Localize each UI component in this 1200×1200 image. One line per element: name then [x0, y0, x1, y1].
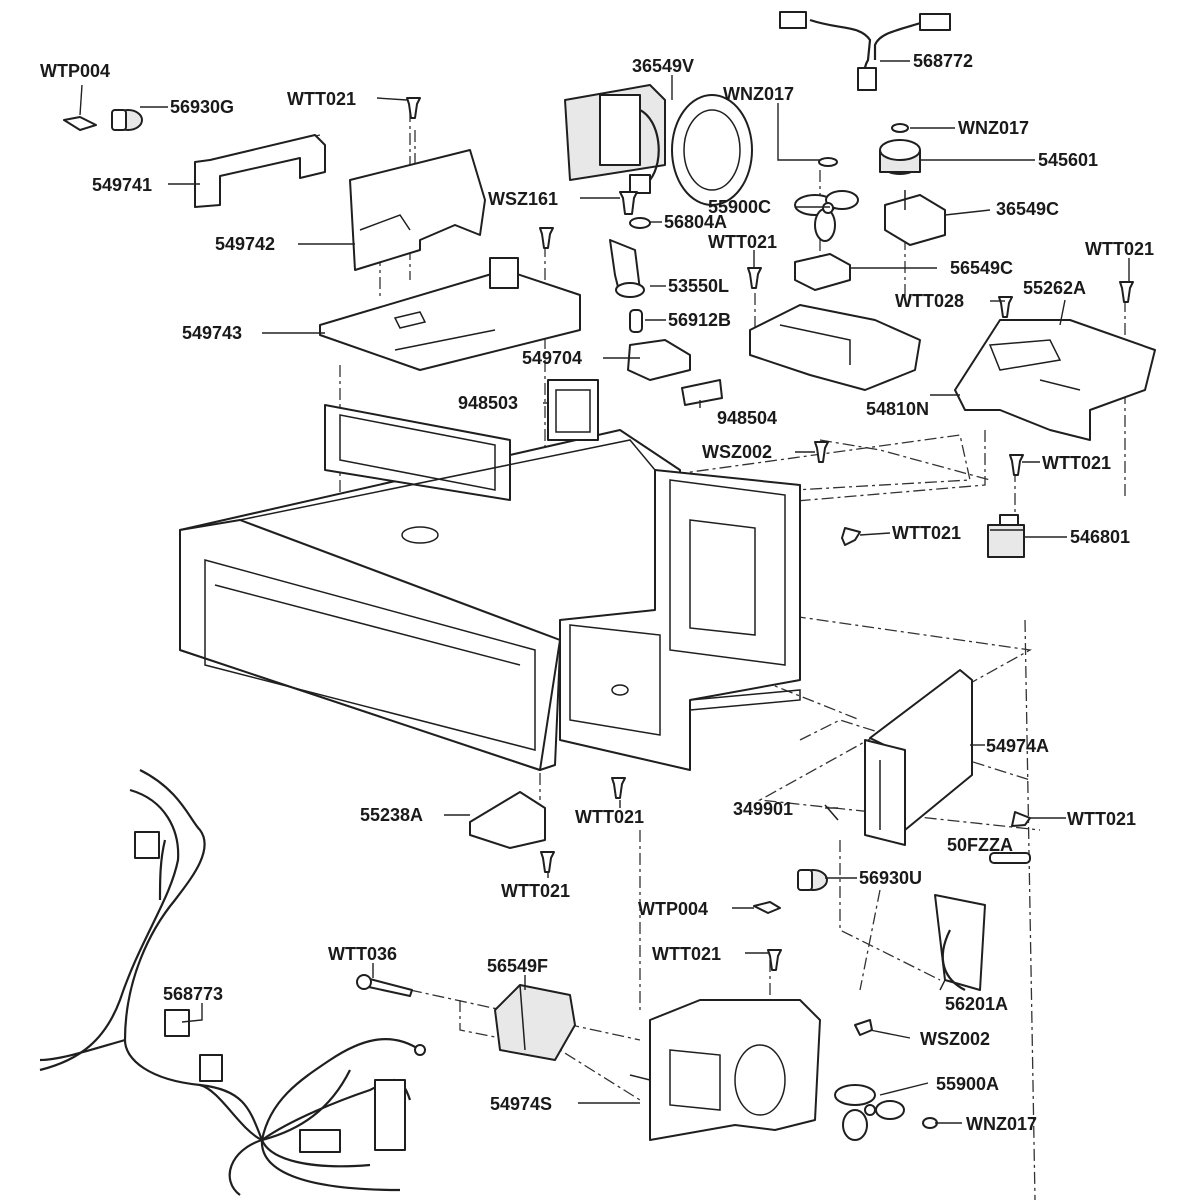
part-label-56804a: 56804A	[664, 212, 727, 232]
part-label-55262a: 55262A	[1023, 278, 1086, 298]
part-label-545601: 545601	[1038, 150, 1098, 170]
part-label-56912b: 56912B	[668, 310, 731, 330]
main-chassis	[179, 404, 801, 771]
part-label-54810n: 54810N	[866, 399, 929, 419]
part-label-55900c: 55900C	[708, 197, 771, 217]
part-label-56201a: 56201A	[945, 994, 1008, 1014]
part-label-349901: 349901	[733, 799, 793, 819]
part-label-55238a: 55238A	[360, 805, 423, 825]
part-label-549742: 549742	[215, 234, 275, 254]
part-label-549741: 549741	[92, 175, 152, 195]
part-label-wtt021: WTT021	[287, 89, 356, 109]
part-label-wtt021: WTT021	[1067, 809, 1136, 829]
part-label-56930u: 56930U	[859, 868, 922, 888]
part-label-546801: 546801	[1070, 527, 1130, 547]
part-label-948503: 948503	[458, 393, 518, 413]
part-label-wtp004: WTP004	[638, 899, 708, 919]
part-shapes	[39, 11, 1156, 1196]
part-label-wsz002: WSZ002	[920, 1029, 990, 1049]
part-label-55900a: 55900A	[936, 1074, 999, 1094]
part-label-wnz017: WNZ017	[958, 118, 1029, 138]
part-label-549704: 549704	[522, 348, 582, 368]
part-label-54974a: 54974A	[986, 736, 1049, 756]
leader-lines	[79, 60, 1130, 1124]
part-label-54974s: 54974S	[490, 1094, 552, 1114]
part-label-56930g: 56930G	[170, 97, 234, 117]
part-label-36549v: 36549V	[632, 56, 694, 76]
part-label-948504: 948504	[717, 408, 777, 428]
part-labels: WTP004 56930G WTT021 36549V 568772 WNZ01…	[40, 51, 1154, 1134]
part-label-wtt021: WTT021	[501, 881, 570, 901]
wire-harness-568773	[39, 769, 426, 1196]
part-label-wsz002: WSZ002	[702, 442, 772, 462]
part-label-wtt021: WTT021	[1042, 453, 1111, 473]
part-label-549743: 549743	[182, 323, 242, 343]
part-label-wtt021: WTT021	[708, 232, 777, 252]
part-label-53550l: 53550L	[668, 276, 729, 296]
part-label-36549c: 36549C	[996, 199, 1059, 219]
part-label-wtp004: WTP004	[40, 61, 110, 81]
part-label-wsz161: WSZ161	[488, 189, 558, 209]
part-label-56549f: 56549F	[487, 956, 548, 976]
part-label-wtt028: WTT028	[895, 291, 964, 311]
part-label-wtt036: WTT036	[328, 944, 397, 964]
part-label-wtt021: WTT021	[652, 944, 721, 964]
part-label-568773: 568773	[163, 984, 223, 1004]
part-label-wnz017: WNZ017	[723, 84, 794, 104]
part-label-50fzza: 50FZZA	[947, 835, 1013, 855]
part-label-wtt021: WTT021	[892, 523, 961, 543]
part-label-wnz017: WNZ017	[966, 1114, 1037, 1134]
part-label-568772: 568772	[913, 51, 973, 71]
part-label-wtt021: WTT021	[575, 807, 644, 827]
part-label-56549c: 56549C	[950, 258, 1013, 278]
part-label-wtt021: WTT021	[1085, 239, 1154, 259]
